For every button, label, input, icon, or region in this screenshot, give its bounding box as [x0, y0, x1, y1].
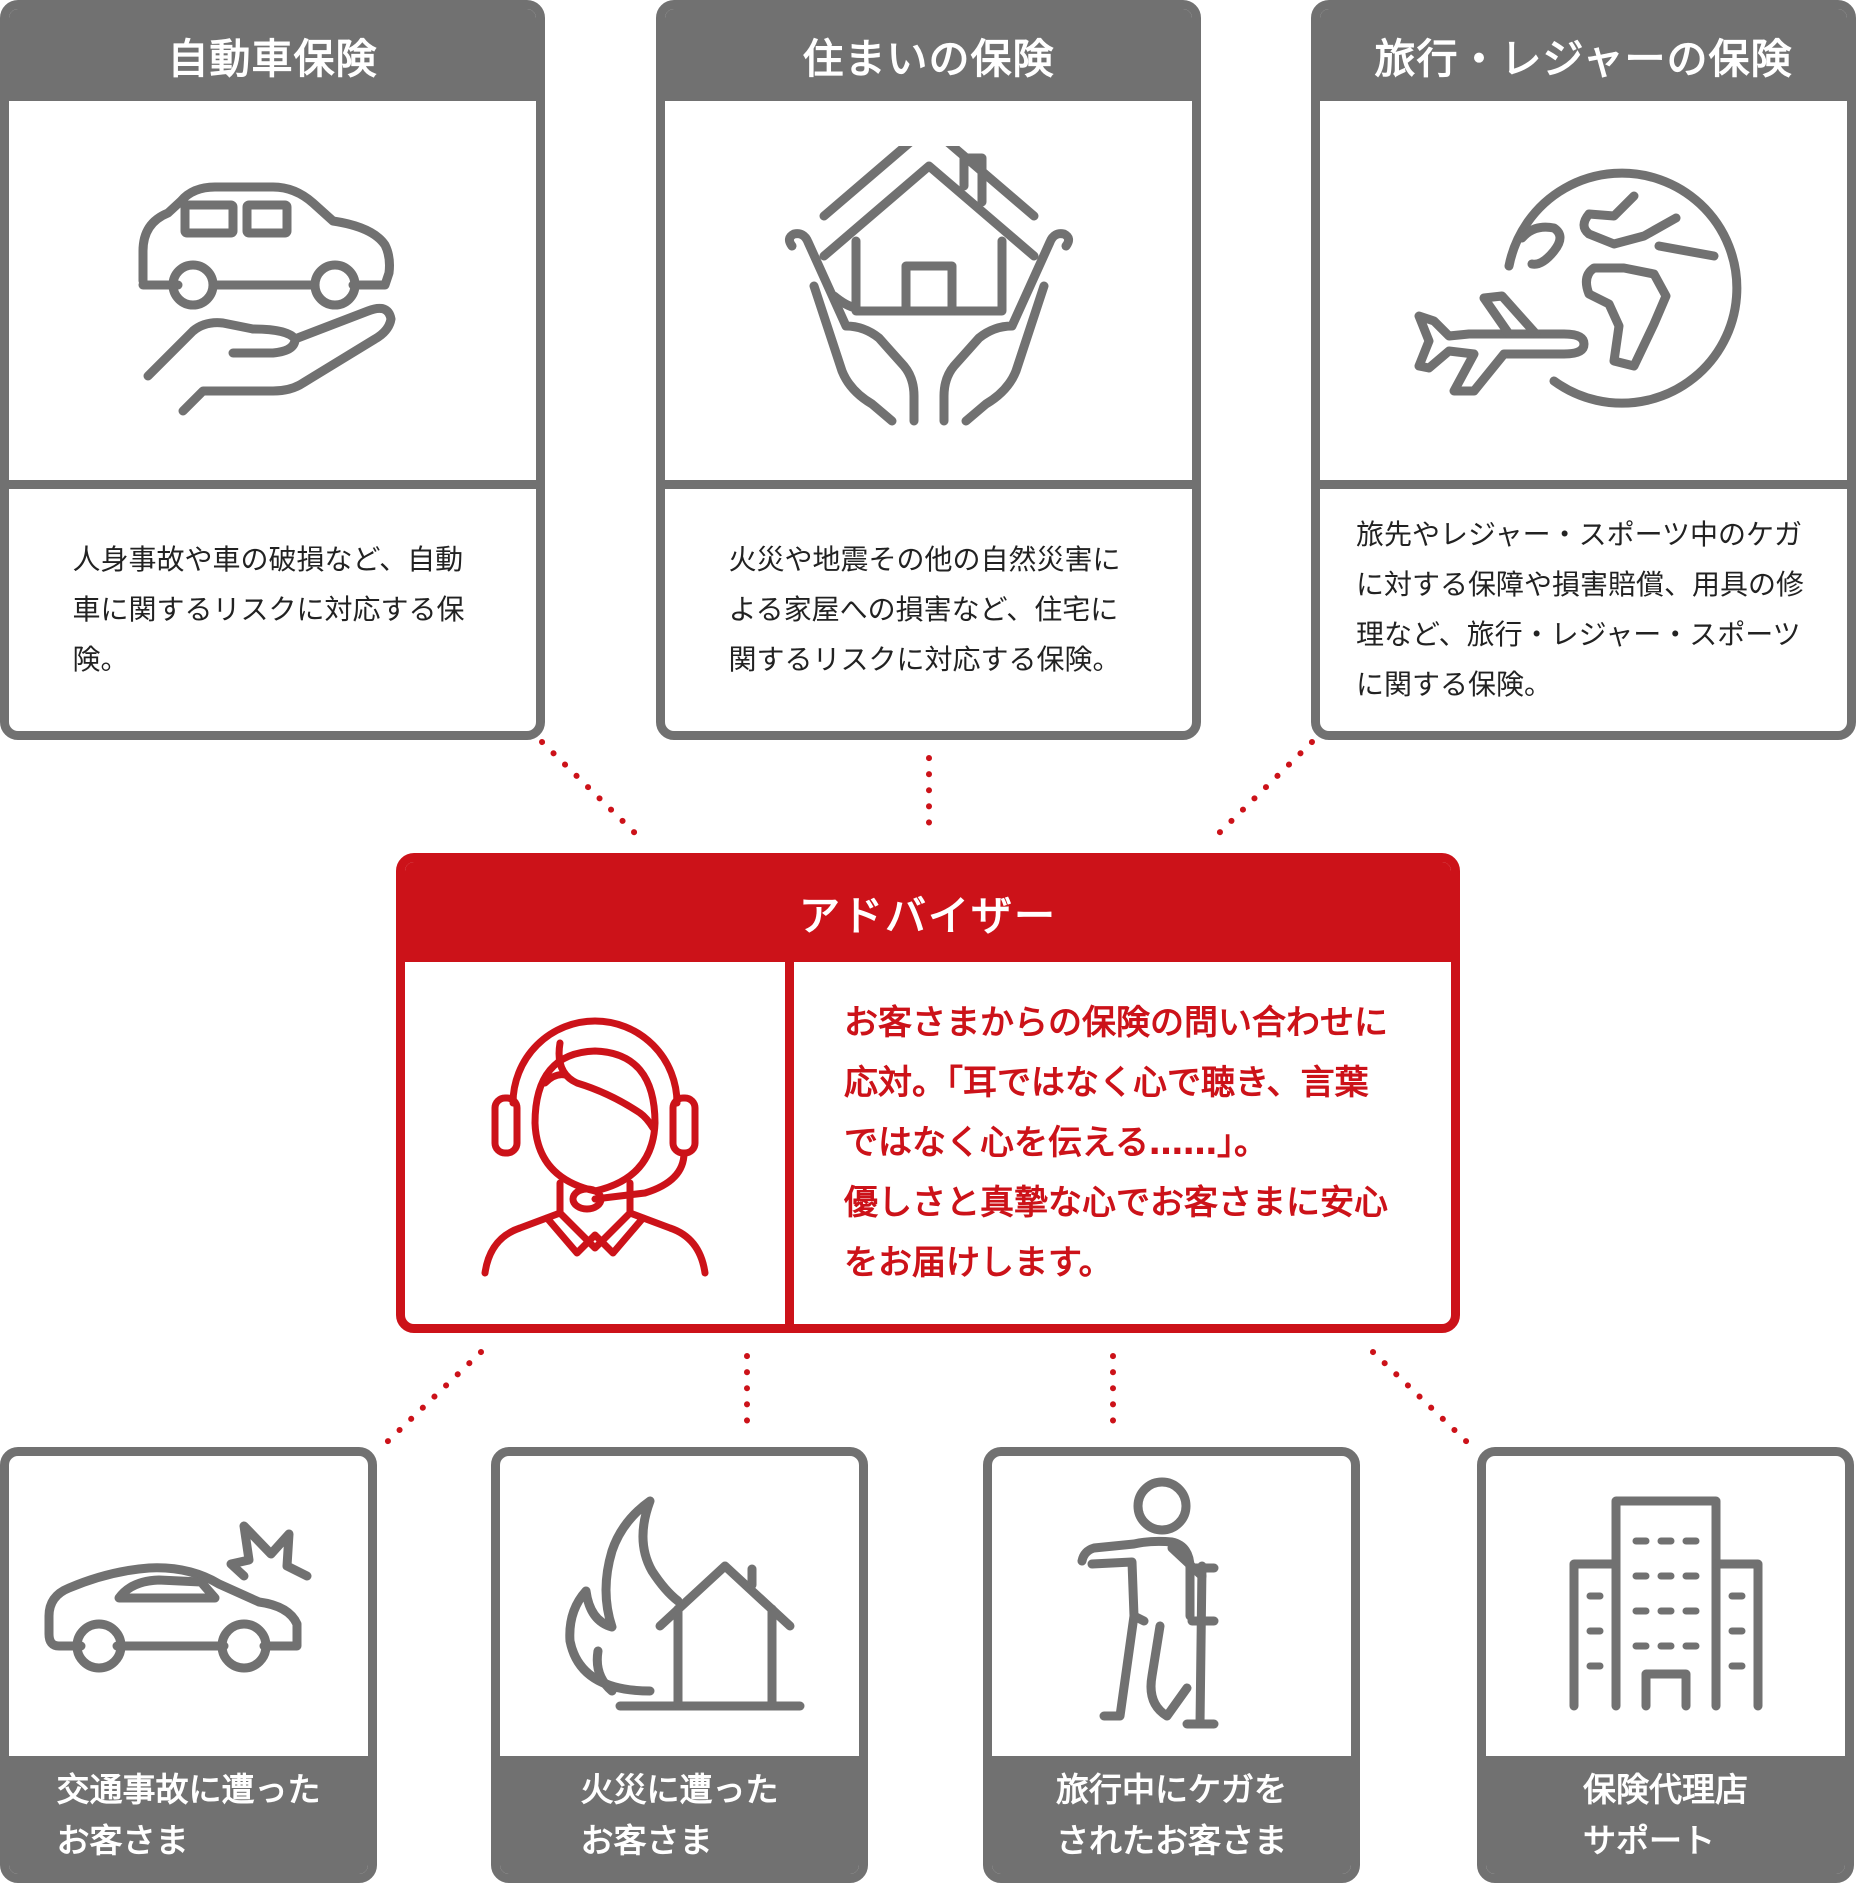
card-injured-traveler: 旅行中にケガを されたお客さま [983, 1447, 1360, 1883]
card-description: 人身事故や車の破損など、自動 車に関するリスクに対応する保 険。 [9, 489, 536, 731]
card-home-insurance: 住まいの保険 火災や地震その他の自然災害に よる家屋への損害など、住宅に 関する… [656, 0, 1201, 740]
card-description: 火災や地震その他の自然災害に よる家屋への損害など、住宅に 関するリスクに対応す… [665, 489, 1192, 731]
card-label: 保険代理店 サポート [1486, 1756, 1845, 1874]
card-title: 住まいの保険 [665, 9, 1192, 101]
house-fire-icon [500, 1456, 859, 1756]
card-label-text: 保険代理店 サポート [1583, 1770, 1748, 1860]
advisor-title: アドバイザー [405, 862, 1451, 962]
card-description: 旅先やレジャー・スポーツ中のケガ に対する保障や損害賠償、用具の修 理など、旅行… [1320, 489, 1847, 731]
advisor-description: お客さまからの保険の問い合わせに 応対。「耳ではなく心で聴き、言葉 ではなく心を… [844, 962, 1431, 1324]
house-in-hands-icon [665, 101, 1192, 489]
injured-person-crutch-icon [992, 1456, 1351, 1756]
car-crash-icon [9, 1456, 368, 1756]
card-description-text: 人身事故や車の破損など、自動 車に関するリスクに対応する保 険。 [72, 543, 465, 676]
advisor-card: アドバイザー お客さまからの保険の問い合わせに 応対。「耳ではなく心で聴き、言葉… [396, 853, 1460, 1333]
card-label-text: 旅行中にケガを されたお客さま [1056, 1770, 1287, 1860]
globe-airplane-icon [1320, 101, 1847, 489]
card-title: 自動車保険 [9, 9, 536, 101]
card-label: 旅行中にケガを されたお客さま [992, 1756, 1351, 1874]
card-agency-support: 保険代理店 サポート [1477, 1447, 1854, 1883]
card-label-text: 火災に遭った お客さま [580, 1770, 779, 1860]
car-in-hand-icon [9, 101, 536, 489]
card-label-text: 交通事故に遭った お客さま [56, 1770, 321, 1860]
card-traffic-accident-customer: 交通事故に遭った お客さま [0, 1447, 377, 1883]
office-building-icon [1486, 1456, 1845, 1756]
advisor-description-text: お客さまからの保険の問い合わせに 応対。「耳ではなく心で聴き、言葉 ではなく心を… [844, 1003, 1388, 1283]
card-title: 旅行・レジャーの保険 [1320, 9, 1847, 101]
card-fire-customer: 火災に遭った お客さま [491, 1447, 868, 1883]
card-label: 交通事故に遭った お客さま [9, 1756, 368, 1874]
card-description-text: 旅先やレジャー・スポーツ中のケガ に対する保障や損害賠償、用具の修 理など、旅行… [1356, 518, 1805, 701]
card-auto-insurance: 自動車保険 人身事故や車の破損など、自動 車に関するリスクに対応する保 険。 [0, 0, 545, 740]
card-label: 火災に遭った お客さま [500, 1756, 859, 1874]
card-description-text: 火災や地震その他の自然災害に よる家屋への損害など、住宅に 関するリスクに対応す… [728, 543, 1121, 676]
headset-operator-icon [405, 962, 794, 1324]
card-travel-insurance: 旅行・レジャーの保険 旅先やレジャー・スポーツ中のケガ に対する保障や損害賠償、… [1311, 0, 1856, 740]
